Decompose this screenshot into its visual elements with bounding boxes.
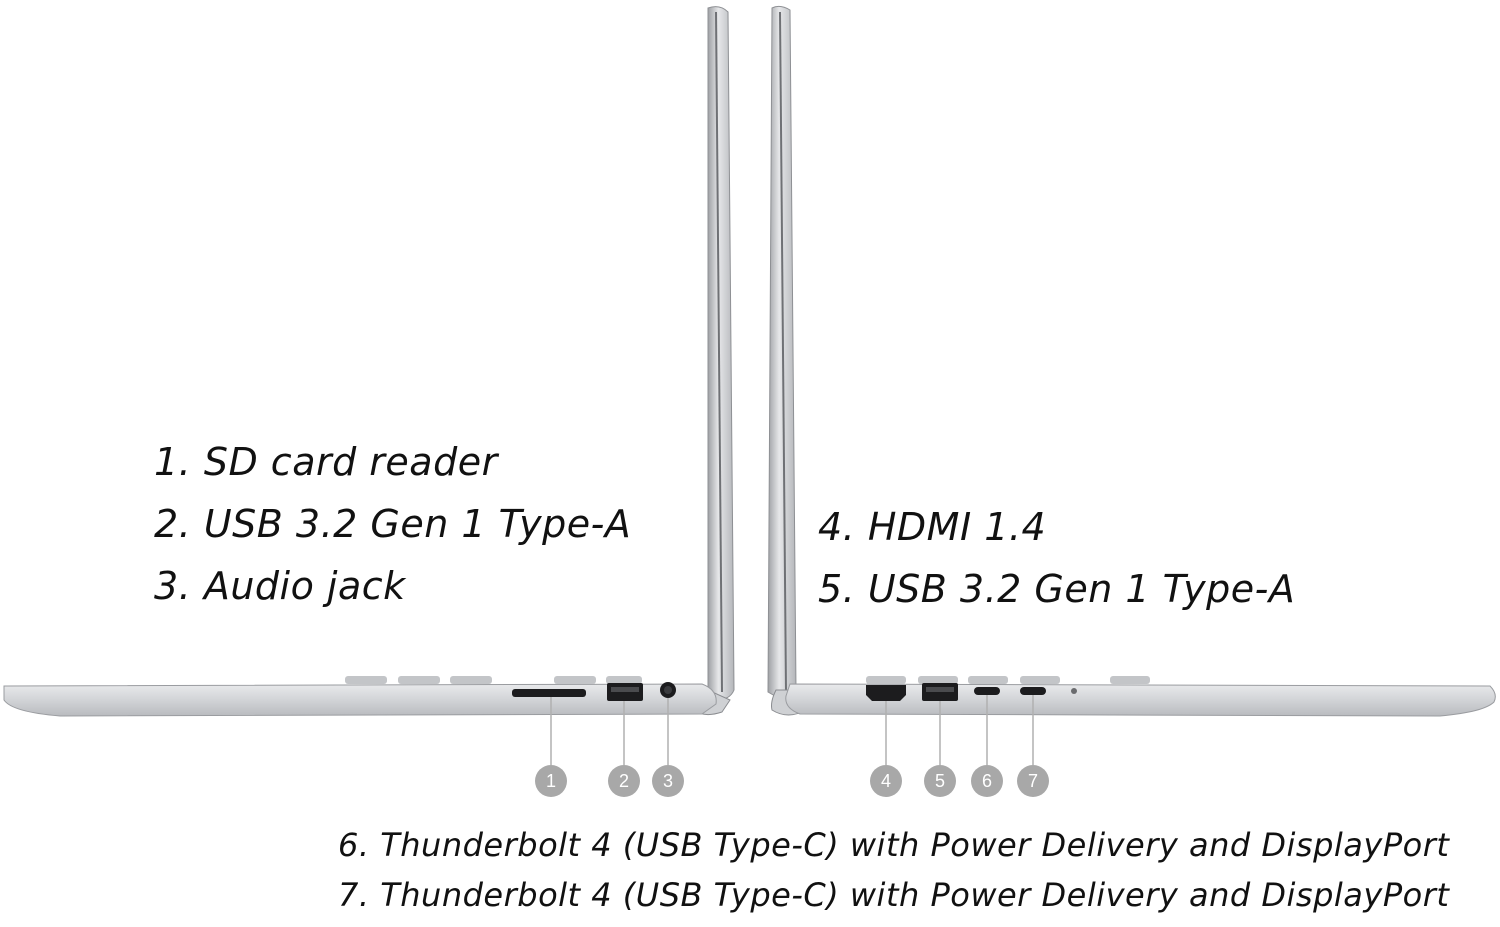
svg-text:4: 4: [881, 771, 891, 791]
svg-text:7: 7: [1028, 771, 1038, 791]
vent: [606, 676, 642, 684]
callout-7: 7: [1017, 765, 1049, 797]
callout-5: 5: [924, 765, 956, 797]
label-hdmi: 4. HDMI 1.4: [818, 505, 1047, 549]
label-thunderbolt-1: 6. Thunderbolt 4 (USB Type-C) with Power…: [338, 826, 1450, 864]
svg-text:5: 5: [935, 771, 945, 791]
label-usb-a-left: 2. USB 3.2 Gen 1 Type-A: [154, 502, 632, 546]
svg-text:1: 1: [546, 771, 556, 791]
label-usb-a-right: 5. USB 3.2 Gen 1 Type-A: [818, 567, 1296, 611]
vent: [398, 676, 440, 684]
thunderbolt-port-1: [974, 687, 1000, 695]
svg-text:6: 6: [982, 771, 992, 791]
label-thunderbolt-2: 7. Thunderbolt 4 (USB Type-C) with Power…: [338, 876, 1450, 914]
thunderbolt-port-2: [1020, 687, 1046, 695]
vent: [866, 676, 906, 684]
callout-1: 1: [535, 765, 567, 797]
right-lid: [767, 5, 797, 701]
hdmi-port: [866, 685, 906, 701]
status-led: [1071, 688, 1077, 694]
vent: [968, 676, 1008, 684]
vent: [345, 676, 387, 684]
callout-4: 4: [870, 765, 902, 797]
vent: [1020, 676, 1060, 684]
label-audio-jack: 3. Audio jack: [154, 564, 406, 608]
vent: [450, 676, 492, 684]
vent: [918, 676, 958, 684]
sd-card-slot: [512, 689, 586, 697]
right-base: [785, 683, 1496, 717]
svg-text:3: 3: [663, 771, 673, 791]
label-sd-card-reader: 1. SD card reader: [154, 440, 498, 484]
callout-6: 6: [971, 765, 1003, 797]
callout-3: 3: [652, 765, 684, 797]
right-laptop: [767, 5, 1496, 765]
svg-text:2: 2: [619, 771, 629, 791]
vent: [554, 676, 596, 684]
callout-2: 2: [608, 765, 640, 797]
vent: [1110, 676, 1150, 684]
left-laptop: [3, 6, 735, 765]
